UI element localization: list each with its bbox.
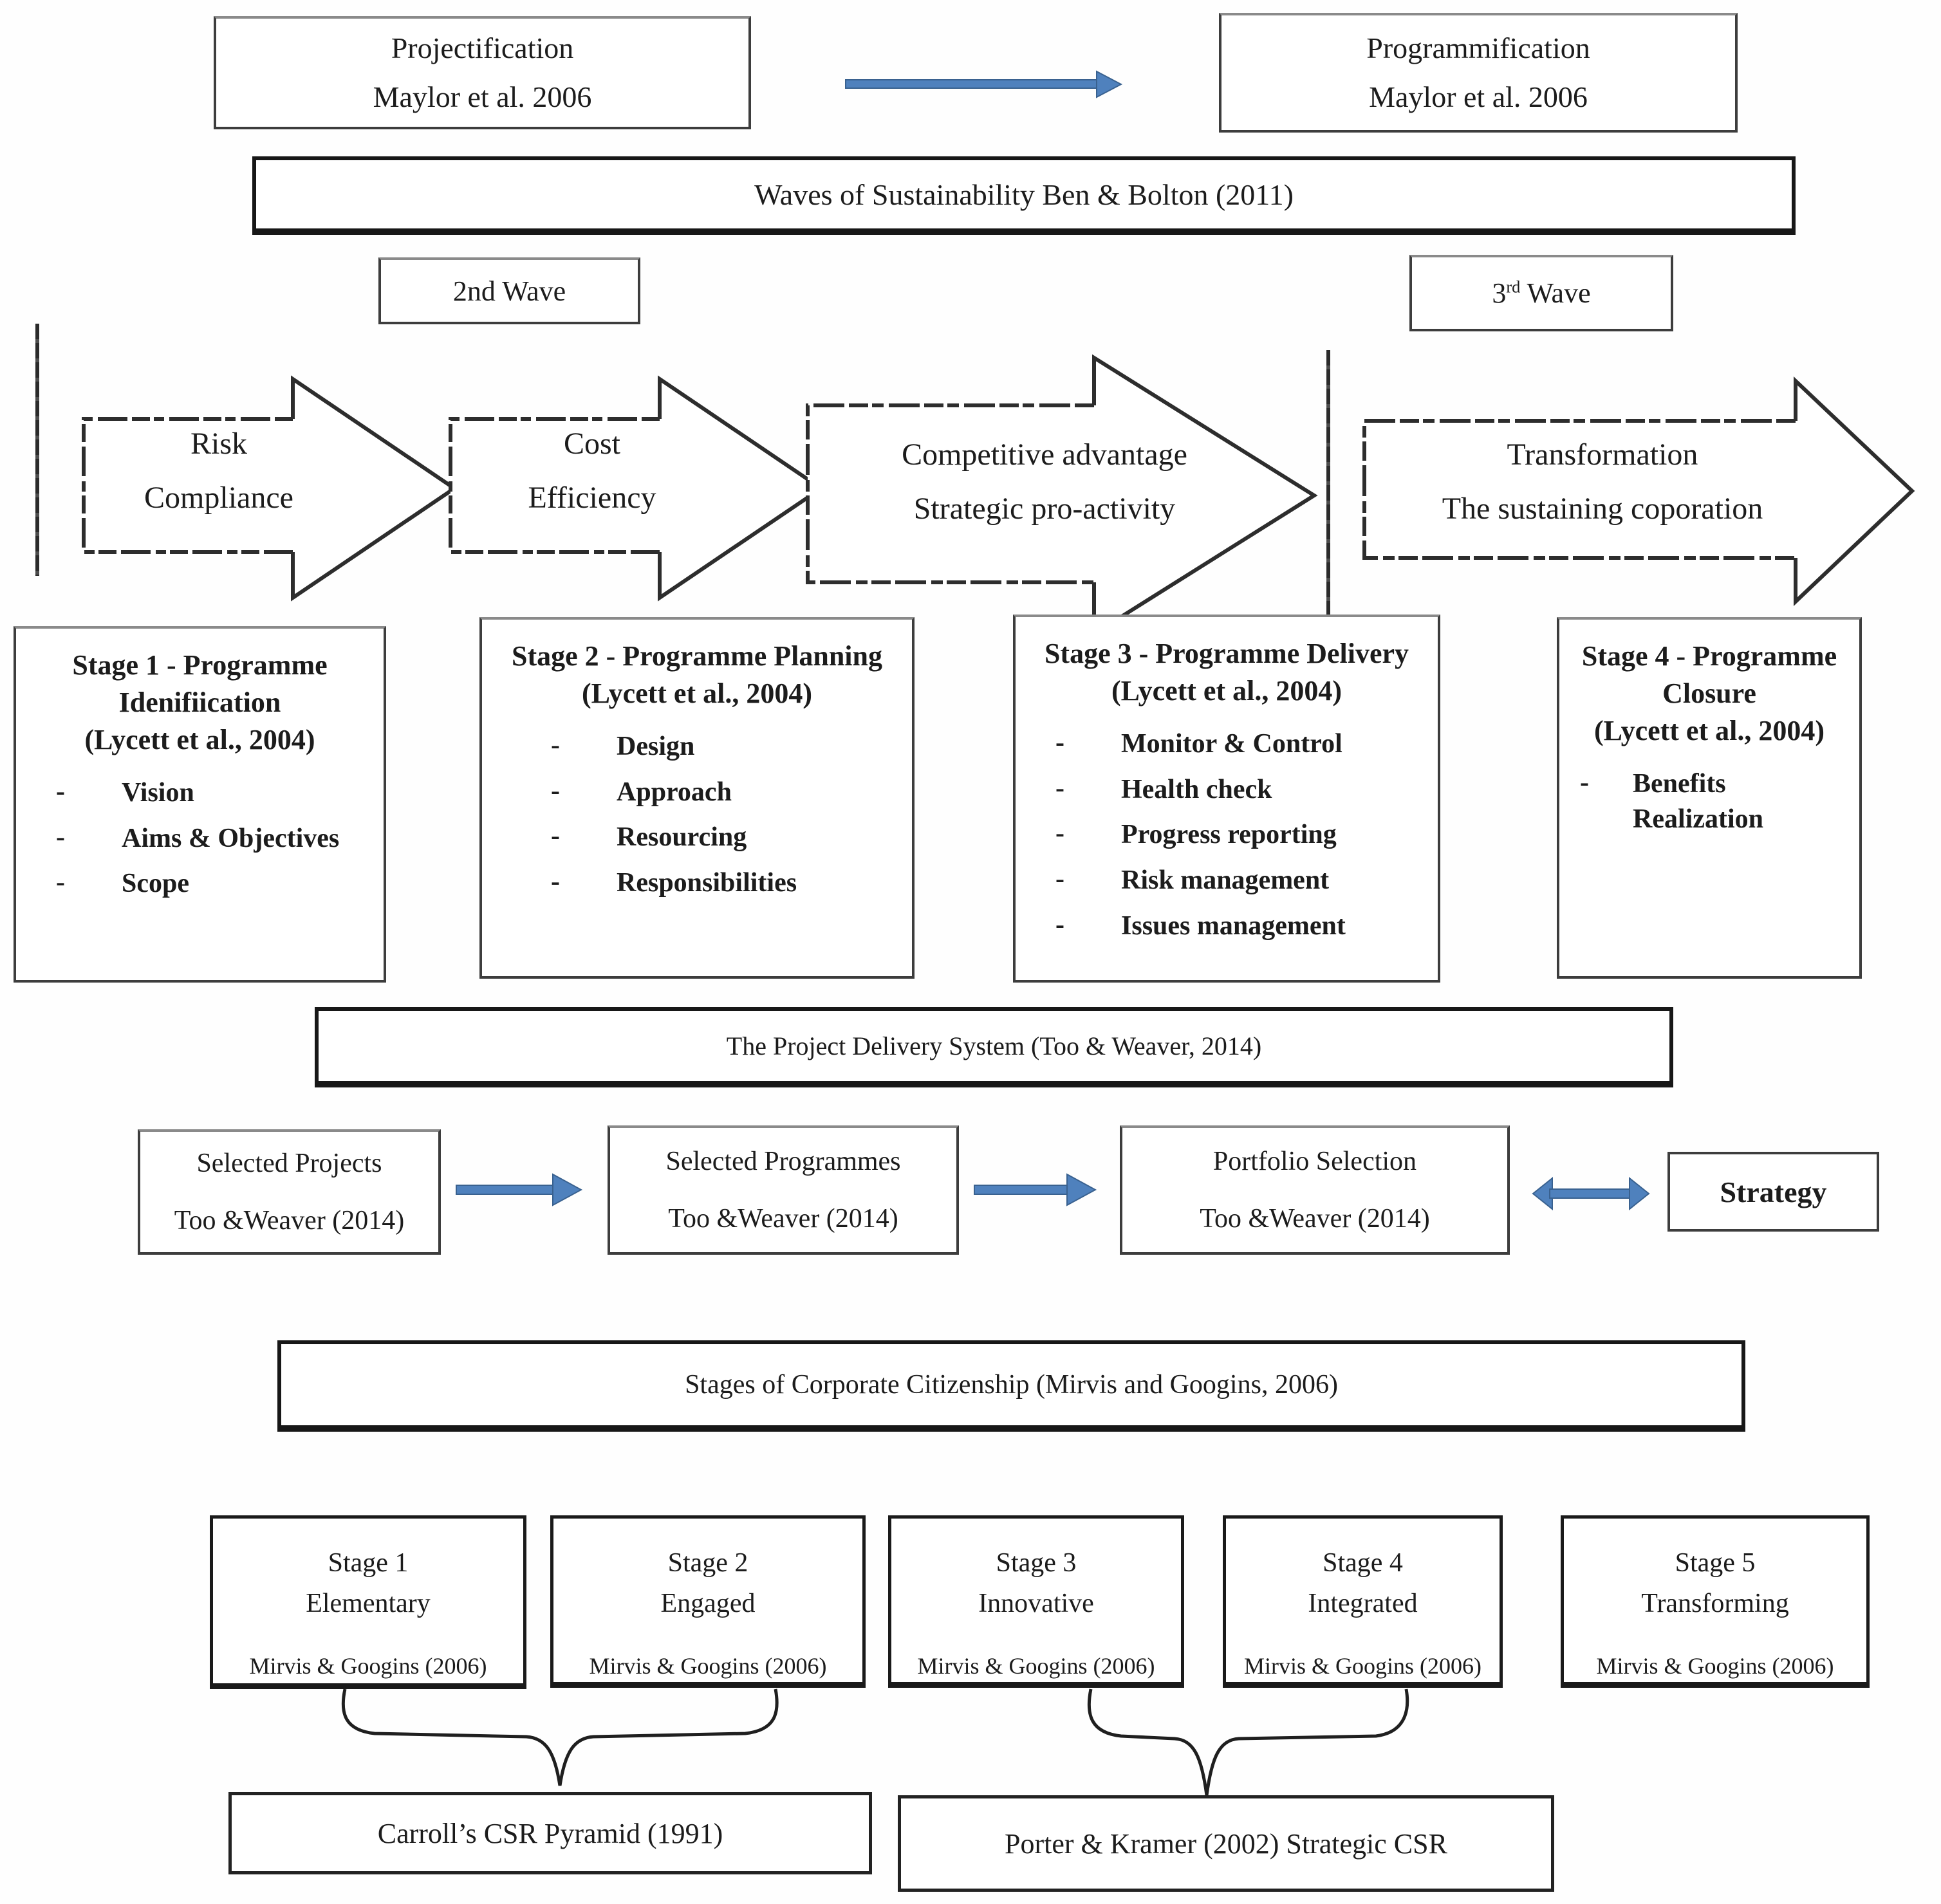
list-item: Monitor & Control bbox=[1025, 725, 1429, 762]
third-wave-box: 3rd Wave bbox=[1409, 255, 1673, 331]
stage-2-items: Design Approach Resourcing Responsibilit… bbox=[462, 719, 932, 900]
programme-stage-2-box: Stage 2 - Programme Planning (Lycett et … bbox=[479, 617, 915, 979]
citizenship-stage-3-name: Innovative bbox=[978, 1589, 1094, 1618]
waves-banner: Waves of Sustainability Ben & Bolton (20… bbox=[252, 156, 1796, 235]
list-item: Scope bbox=[25, 865, 375, 901]
programmification-box: Programmification Maylor et al. 2006 bbox=[1219, 13, 1738, 133]
stage-3-cite: (Lycett et al., 2004) bbox=[1111, 675, 1342, 707]
stage-3-title: Stage 3 - Programme Delivery bbox=[1044, 638, 1409, 669]
list-item: Risk management bbox=[1025, 862, 1429, 898]
third-wave-label: 3rd Wave bbox=[1492, 277, 1591, 309]
competitive-advantage-arrow-label: Competitive advantage Strategic pro-acti… bbox=[902, 438, 1187, 526]
brace-stages-1-2-connector bbox=[341, 1688, 779, 1786]
citizenship-stage-4-box: Stage 4 Integrated Mirvis & Googins (200… bbox=[1223, 1515, 1503, 1688]
citizenship-stage-3-cite: Mirvis & Googins (2006) bbox=[917, 1653, 1155, 1679]
delivery-system-label: The Project Delivery System (Too & Weave… bbox=[726, 1031, 1262, 1060]
citizenship-banner-label: Stages of Corporate Citizenship (Mirvis … bbox=[685, 1370, 1338, 1400]
projectification-cite: Maylor et al. 2006 bbox=[373, 80, 592, 113]
citizenship-stage-3-box: Stage 3 Innovative Mirvis & Googins (200… bbox=[888, 1515, 1184, 1688]
citizenship-stage-4-cite: Mirvis & Googins (2006) bbox=[1244, 1653, 1481, 1679]
porter-kramer-label: Porter & Kramer (2002) Strategic CSR bbox=[1005, 1827, 1447, 1860]
risk-compliance-arrow-icon bbox=[82, 375, 458, 602]
list-item: Responsibilities bbox=[520, 864, 932, 901]
stage-1-items: Vision Aims & Objectives Scope bbox=[25, 765, 375, 901]
portfolio-selection-title: Portfolio Selection bbox=[1212, 1147, 1417, 1177]
right-arrow-icon bbox=[974, 1173, 1097, 1206]
citizenship-stage-5-cite: Mirvis & Googins (2006) bbox=[1596, 1653, 1834, 1679]
waves-banner-label: Waves of Sustainability Ben & Bolton (20… bbox=[754, 178, 1294, 211]
stage-4-cite: (Lycett et al., 2004) bbox=[1594, 715, 1825, 747]
selected-programmes-title: Selected Programmes bbox=[665, 1147, 901, 1177]
portfolio-selection-cite: Too &Weaver (2014) bbox=[1200, 1203, 1430, 1234]
porter-kramer-box: Porter & Kramer (2002) Strategic CSR bbox=[898, 1795, 1554, 1892]
list-item: Vision bbox=[25, 774, 375, 811]
selected-projects-box: Selected Projects Too &Weaver (2014) bbox=[138, 1129, 441, 1255]
stage-1-cite: (Lycett et al., 2004) bbox=[84, 724, 315, 756]
citizenship-stage-5-label: Stage 5 bbox=[1675, 1548, 1756, 1578]
citizenship-stage-2-label: Stage 2 bbox=[667, 1548, 748, 1578]
citizenship-stage-4-name: Integrated bbox=[1308, 1589, 1418, 1618]
citizenship-stage-2-name: Engaged bbox=[660, 1589, 756, 1618]
citizenship-banner: Stages of Corporate Citizenship (Mirvis … bbox=[277, 1340, 1745, 1432]
list-item: Health check bbox=[1025, 771, 1429, 808]
carroll-csr-box: Carroll’s CSR Pyramid (1991) bbox=[228, 1792, 872, 1874]
right-arrow-icon bbox=[456, 1173, 583, 1206]
citizenship-stage-5-box: Stage 5 Transforming Mirvis & Googins (2… bbox=[1561, 1515, 1870, 1688]
citizenship-stage-1-box: Stage 1 Elementary Mirvis & Googins (200… bbox=[210, 1515, 526, 1689]
citizenship-stage-3-label: Stage 3 bbox=[996, 1548, 1077, 1578]
selected-programmes-cite: Too &Weaver (2014) bbox=[668, 1203, 898, 1234]
second-wave-label: 2nd Wave bbox=[452, 275, 566, 307]
strategy-label: Strategy bbox=[1720, 1175, 1827, 1208]
stage-2-title: Stage 2 - Programme Planning bbox=[511, 640, 883, 672]
right-arrow-icon bbox=[845, 70, 1123, 98]
programme-stage-1-box: Stage 1 - Programme Idenifiication (Lyce… bbox=[14, 626, 386, 983]
list-item: Aims & Objectives bbox=[25, 820, 375, 856]
citizenship-stage-2-cite: Mirvis & Googins (2006) bbox=[589, 1653, 827, 1679]
list-item: Design bbox=[520, 728, 932, 764]
brace-stages-3-4-connector bbox=[1087, 1688, 1409, 1796]
wave-divider-line bbox=[1326, 350, 1330, 638]
stage-4-title: Stage 4 - Programme Closure bbox=[1581, 640, 1837, 710]
selected-projects-cite: Too &Weaver (2014) bbox=[174, 1205, 405, 1235]
strategy-box: Strategy bbox=[1667, 1152, 1879, 1232]
list-item: Progress reporting bbox=[1025, 816, 1429, 853]
risk-compliance-arrow-label: Risk Compliance bbox=[144, 427, 293, 515]
programmification-cite: Maylor et al. 2006 bbox=[1369, 80, 1588, 113]
list-item: Benefits Realization bbox=[1549, 765, 1831, 836]
citizenship-stage-5-name: Transforming bbox=[1641, 1589, 1789, 1618]
citizenship-stage-1-label: Stage 1 bbox=[328, 1548, 409, 1578]
selected-projects-title: Selected Projects bbox=[196, 1149, 382, 1179]
list-item: Issues management bbox=[1025, 907, 1429, 944]
citizenship-stage-1-cite: Mirvis & Googins (2006) bbox=[249, 1653, 487, 1679]
list-item: Approach bbox=[520, 773, 932, 810]
citizenship-stage-2-box: Stage 2 Engaged Mirvis & Googins (2006) bbox=[550, 1515, 866, 1688]
stage-3-items: Monitor & Control Health check Progress … bbox=[1025, 716, 1429, 943]
list-item: Resourcing bbox=[520, 818, 932, 855]
citizenship-stage-4-label: Stage 4 bbox=[1323, 1548, 1403, 1578]
delivery-system-banner: The Project Delivery System (Too & Weave… bbox=[315, 1007, 1673, 1087]
double-arrow-icon bbox=[1532, 1176, 1650, 1211]
stage-1-title: Stage 1 - Programme Idenifiication bbox=[72, 649, 328, 719]
projectification-title: Projectification bbox=[391, 32, 574, 65]
left-divider-line bbox=[35, 324, 39, 576]
programmification-title: Programmification bbox=[1366, 32, 1590, 65]
transformation-arrow-label: Transformation The sustaining coporation bbox=[1442, 438, 1763, 526]
stage-2-cite: (Lycett et al., 2004) bbox=[582, 678, 812, 710]
portfolio-selection-box: Portfolio Selection Too &Weaver (2014) bbox=[1120, 1125, 1510, 1255]
projectification-box: Projectification Maylor et al. 2006 bbox=[214, 16, 751, 129]
second-wave-box: 2nd Wave bbox=[378, 257, 640, 324]
cost-efficiency-arrow-label: Cost Efficiency bbox=[528, 427, 656, 515]
selected-programmes-box: Selected Programmes Too &Weaver (2014) bbox=[608, 1125, 959, 1255]
stage-4-items: Benefits Realization bbox=[1549, 756, 1870, 836]
carroll-csr-label: Carroll’s CSR Pyramid (1991) bbox=[377, 1817, 723, 1849]
transformation-arrow-icon bbox=[1362, 376, 1915, 606]
programme-stage-3-box: Stage 3 - Programme Delivery (Lycett et … bbox=[1013, 615, 1440, 983]
programme-stage-4-box: Stage 4 - Programme Closure (Lycett et a… bbox=[1557, 617, 1862, 979]
citizenship-stage-1-name: Elementary bbox=[306, 1589, 431, 1618]
